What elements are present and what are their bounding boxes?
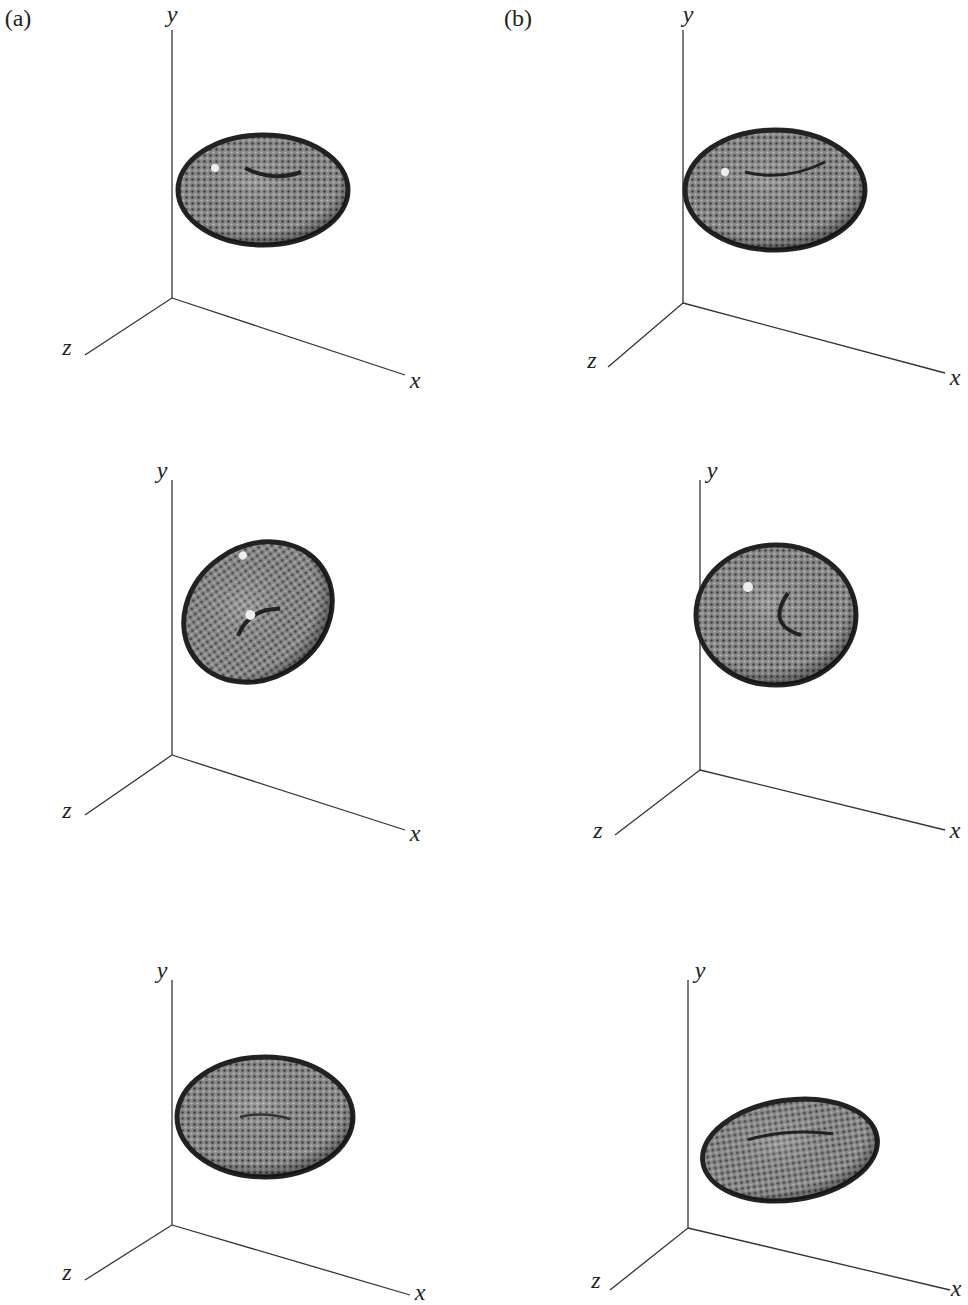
panel-label: (a): [5, 6, 32, 30]
axis-label: x: [950, 818, 961, 842]
axis-label: z: [62, 335, 71, 359]
axis-label: y: [683, 2, 694, 26]
axis-label: z: [587, 348, 596, 372]
axis-label: y: [167, 2, 178, 26]
axis-label: z: [62, 798, 71, 822]
panel-label: (b): [504, 6, 532, 30]
axis-label: y: [157, 958, 168, 982]
cell-shapes: [156, 130, 884, 1212]
axis-label: x: [415, 1280, 426, 1304]
axis-label: z: [591, 1268, 600, 1292]
axis-label: z: [62, 1260, 71, 1284]
axis-label: y: [695, 958, 706, 982]
axis-label: y: [707, 458, 718, 482]
axis-label: x: [410, 368, 421, 392]
axis-label: x: [950, 365, 961, 389]
axis-label: y: [157, 458, 168, 482]
axes: [85, 30, 950, 1295]
axis-label: x: [951, 1276, 962, 1300]
axis-label: x: [410, 821, 421, 845]
axis-label: z: [593, 818, 602, 842]
